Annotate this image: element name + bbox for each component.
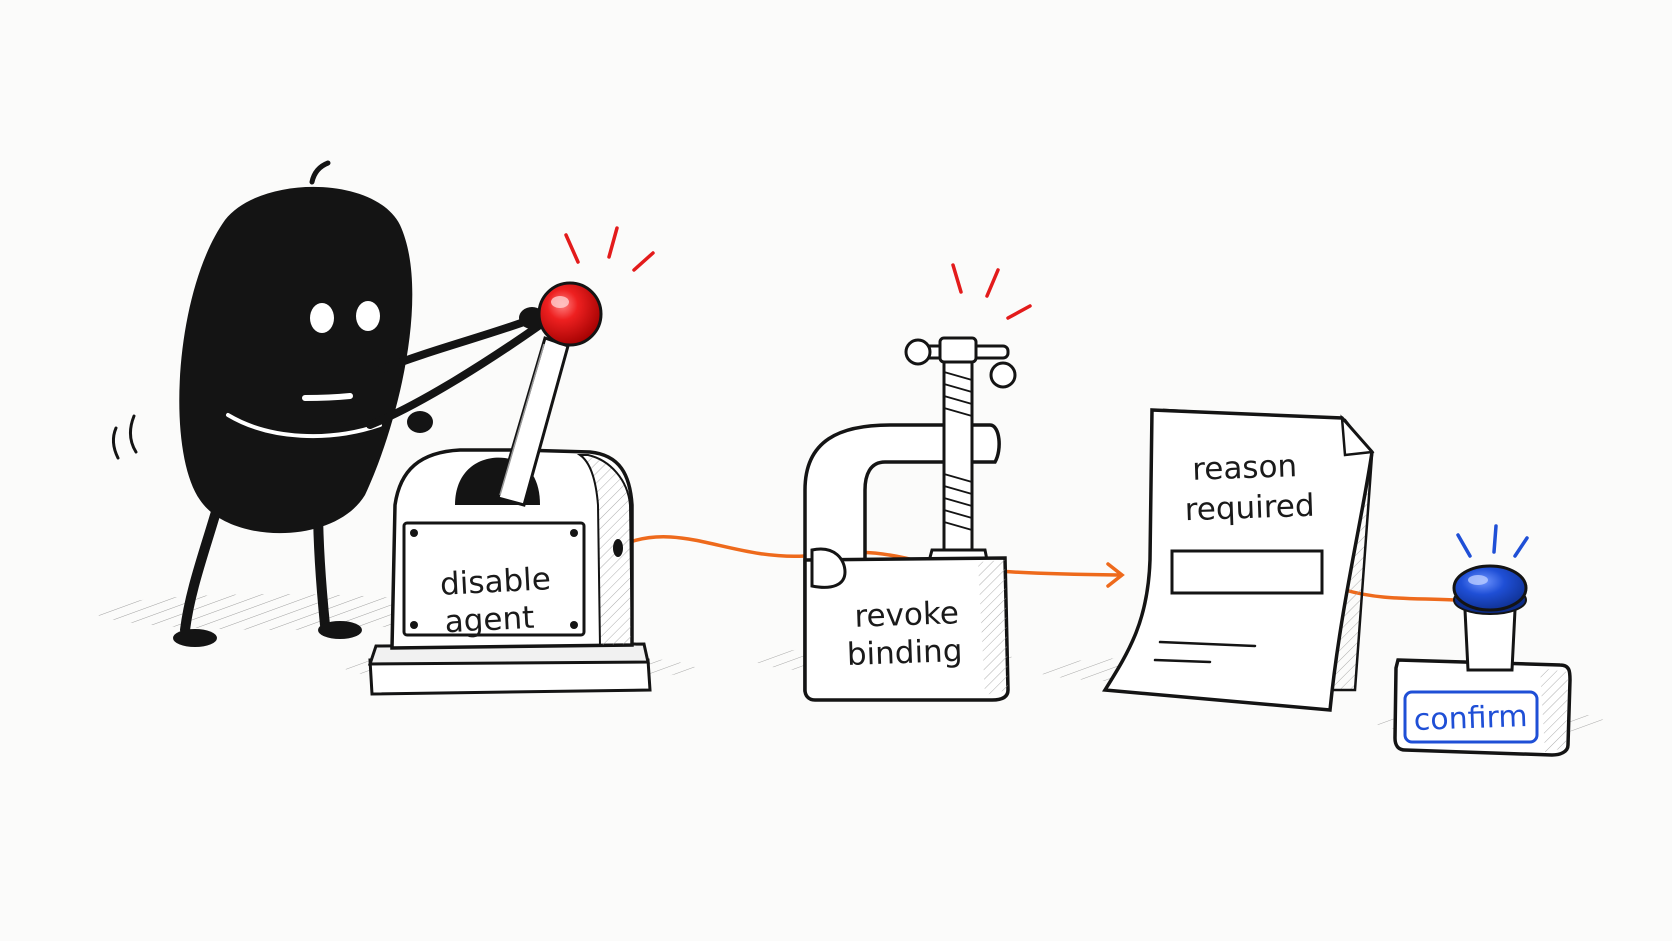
character-icon [111, 160, 545, 647]
step-form-label-2: required [1184, 488, 1315, 529]
step-clamp-label-1: revoke [854, 595, 960, 635]
step-stamp-label: confirm [1413, 699, 1528, 738]
c-clamp-icon: revoke binding [803, 263, 1032, 702]
arrowhead-icon [1106, 562, 1125, 588]
confirm-stamp-icon: confirm [1393, 524, 1572, 757]
lever-machine-icon: disable agent [367, 226, 655, 696]
confirm-button [1403, 690, 1539, 744]
step-clamp-label-2: binding [846, 633, 963, 673]
reason-field [1170, 549, 1324, 595]
step-lever-label-1: disable [439, 561, 552, 603]
step-lever-label-2: agent [444, 600, 535, 641]
step-form-label-1: reason [1192, 448, 1298, 488]
form-sheet-icon: reason required [1102, 408, 1375, 712]
